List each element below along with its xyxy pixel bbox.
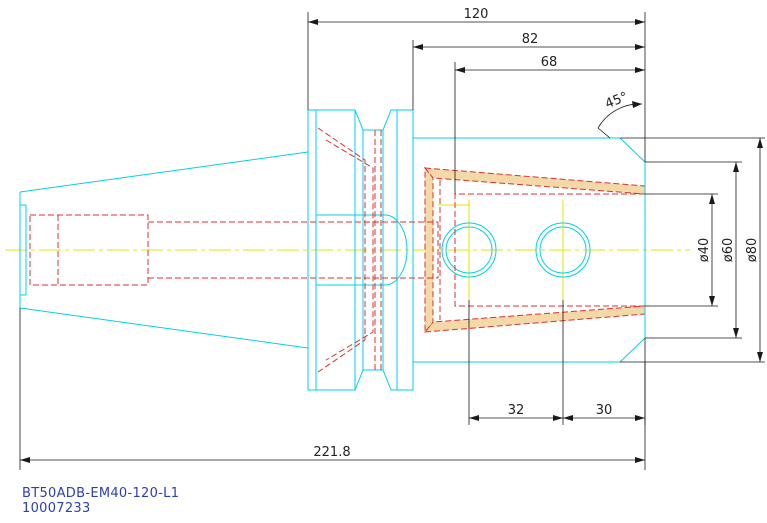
hidden-lines [29, 127, 645, 373]
dim-diameter-40: ø40 [697, 238, 712, 263]
dimension-arrows [20, 19, 763, 463]
collet-wall-fill [423, 166, 646, 334]
dim-length-68: 68 [541, 55, 558, 70]
dim-angle-45: 45° [603, 89, 630, 112]
dim-length-120: 120 [464, 7, 489, 22]
dim-diameter-60: ø60 [721, 238, 736, 263]
centerlines [5, 200, 690, 300]
dim-diameter-80: ø80 [745, 238, 760, 263]
dimension-lines [19, 12, 765, 470]
dim-hole-spacing-30: 30 [596, 403, 613, 418]
body-outline [19, 109, 646, 391]
dim-overall-length: 221.8 [313, 445, 350, 460]
dim-hole-spacing-32: 32 [508, 403, 525, 418]
model-number: BT50ADB-EM40-120-L1 [22, 486, 180, 501]
part-number: 10007233 [22, 501, 91, 516]
dim-length-82: 82 [522, 32, 539, 47]
